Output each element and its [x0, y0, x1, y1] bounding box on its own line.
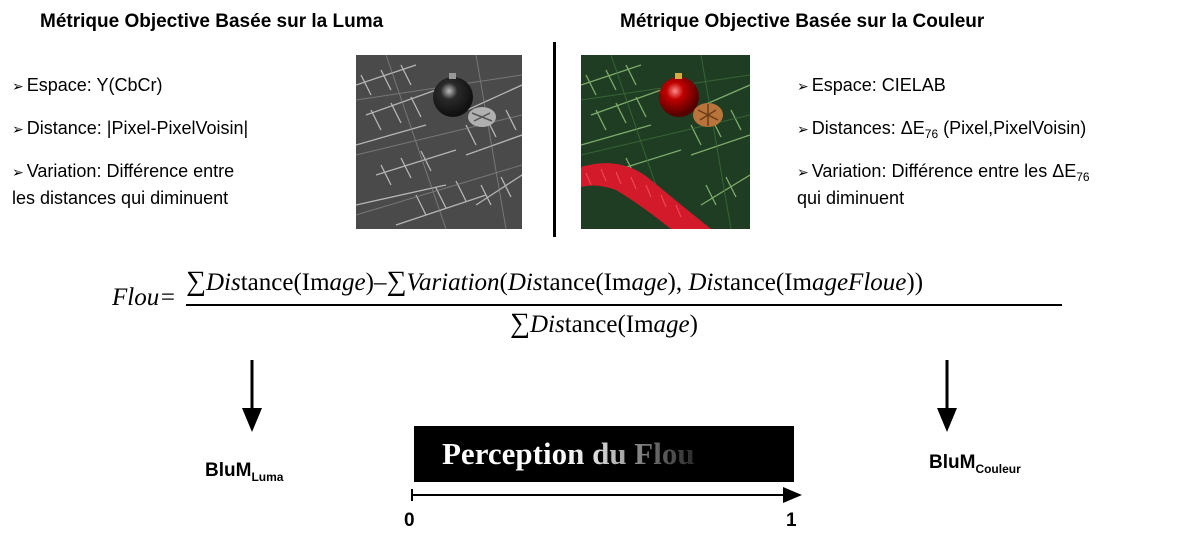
left-espace-text: Espace: Y(CbCr): [26, 75, 163, 95]
perception-box: Perception du Flou: [414, 426, 794, 482]
sum-symbol: ∑: [510, 308, 530, 339]
formula-part: Dis: [205, 269, 241, 296]
right-variation-text-2: qui diminuent: [797, 188, 905, 208]
bullet-arrow-icon: ➢: [797, 121, 809, 137]
formula-part: ageFloue: [811, 269, 907, 296]
formula-part: Variation: [406, 269, 500, 296]
right-distances-suffix: (Pixel,PixelVoisin): [938, 118, 1087, 138]
blum-luma-sub: Luma: [251, 470, 284, 484]
blum-couleur-sub: Couleur: [975, 462, 1021, 476]
formula-part: Dis: [529, 311, 565, 338]
scale-min-label: 0: [404, 510, 415, 531]
formula-part: ): [689, 311, 698, 338]
right-variation-bullet: ➢Variation: Différence entre les ΔE76: [797, 158, 1090, 190]
bullet-arrow-icon: ➢: [12, 78, 24, 94]
perception-label: Perception du Flou: [442, 436, 695, 472]
left-distance-bullet: ➢Distance: |Pixel-PixelVoisin|: [12, 115, 248, 142]
sum-symbol: ∑: [386, 266, 407, 297]
right-variation-prefix: Variation: Différence entre les ΔE: [811, 161, 1077, 181]
formula-denominator: ∑Distance(Image): [510, 308, 698, 340]
blum-luma-label: BluMLuma: [205, 460, 283, 484]
left-variation-text-2: les distances qui diminuent: [12, 188, 229, 208]
right-distances-bullet: ➢Distances: ΔE76 (Pixel,PixelVoisin): [797, 115, 1086, 147]
right-espace-bullet: ➢Espace: CIELAB: [797, 72, 946, 99]
formula-part: )): [906, 269, 924, 296]
left-espace-bullet: ➢Espace: Y(CbCr): [12, 72, 162, 99]
color-christmas-ornament-image: [580, 54, 751, 230]
formula-part: tance(Im: [564, 311, 654, 338]
formula-lhs: Flou=: [112, 284, 177, 311]
formula-part: Dis: [688, 269, 724, 296]
right-variation-subscript: 76: [1076, 170, 1090, 184]
down-arrow-left-icon: [240, 360, 264, 432]
formula-part: age: [631, 269, 668, 296]
down-arrow-right-icon: [935, 360, 959, 432]
formula-part: (: [499, 269, 508, 296]
scale-arrow: [411, 485, 803, 505]
right-distances-prefix: Distances: ΔE: [811, 118, 925, 138]
formula-part: tance(Im: [723, 269, 812, 296]
column-divider: [553, 42, 556, 237]
sum-symbol: ∑: [186, 266, 206, 297]
formula-part: ),: [667, 269, 689, 296]
fraction-bar: [186, 304, 1062, 306]
right-title: Métrique Objective Basée sur la Couleur: [620, 11, 985, 32]
formula-part: tance(Im: [240, 269, 330, 296]
bullet-arrow-icon: ➢: [12, 121, 24, 137]
formula-numerator: ∑Distance(Image)–∑Variation(Distance(Ima…: [186, 266, 923, 298]
left-title: Métrique Objective Basée sur la Luma: [40, 11, 384, 32]
bullet-arrow-icon: ➢: [797, 164, 809, 180]
blum-couleur-main: BluM: [929, 452, 976, 473]
formula-part: Dis: [507, 269, 543, 296]
right-distances-subscript: 76: [924, 127, 939, 141]
blum-luma-main: BluM: [205, 460, 252, 481]
bullet-arrow-icon: ➢: [797, 78, 809, 94]
left-variation-text-1: Variation: Différence entre: [26, 161, 235, 181]
left-variation-bullet: ➢Variation: Différence entre: [12, 158, 234, 185]
left-distance-text: Distance: |Pixel-PixelVoisin|: [26, 118, 249, 138]
formula-part: age: [329, 269, 366, 296]
formula-part: tance(Im: [542, 269, 632, 296]
grayscale-christmas-ornament-image: [355, 54, 523, 230]
formula-part: age: [653, 311, 690, 338]
scale-max-label: 1: [786, 510, 797, 531]
bullet-arrow-icon: ➢: [12, 164, 24, 180]
right-espace-text: Espace: CIELAB: [811, 75, 946, 95]
formula-part: )–: [365, 269, 387, 296]
blum-couleur-label: BluMCouleur: [929, 452, 1021, 476]
perception-gradient-text: Perception du Flou: [442, 436, 695, 471]
